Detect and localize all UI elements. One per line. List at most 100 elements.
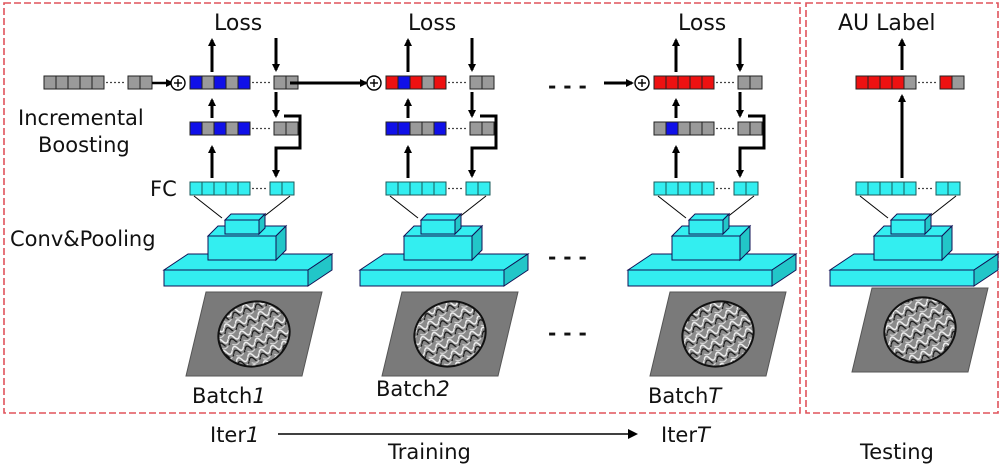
pool-block (419, 212, 463, 236)
fc-cell (935, 181, 949, 196)
vector-cell (385, 121, 399, 136)
conv-pooling-label: Conv&Pooling (10, 227, 156, 251)
slab-front (627, 269, 773, 287)
au-label: AU Label (838, 11, 936, 36)
vector-cell (689, 75, 703, 90)
merged-vector (385, 75, 495, 90)
vector-cell (201, 121, 215, 136)
conv-block (872, 224, 954, 262)
batch-label-T: BatchT (648, 384, 723, 408)
fc-cell (433, 181, 447, 196)
boosting-label: Boosting (38, 133, 130, 157)
feedback-arrow (736, 114, 766, 178)
fc-cell (677, 181, 691, 196)
vector-cell (91, 75, 105, 90)
plus-icon (366, 75, 382, 91)
vector-cell (469, 121, 483, 136)
fc-cell (397, 181, 411, 196)
fc-cell (855, 181, 869, 196)
vector-cell (665, 75, 679, 90)
fc-cell (745, 181, 759, 196)
conv-slab (626, 253, 798, 287)
fc-cell (891, 181, 905, 196)
funnel-line (261, 195, 291, 219)
ellipsis-mid: - - - (548, 245, 587, 269)
batch-label-2: Batch2 (376, 377, 450, 401)
slab-front (359, 269, 505, 287)
fc-cell (213, 181, 227, 196)
vector-cell (409, 75, 423, 90)
conv-slab (828, 253, 1000, 287)
vector-cell (55, 75, 69, 90)
face-texture (217, 300, 291, 368)
output-vector (855, 75, 965, 90)
vector-cell (677, 121, 691, 136)
fc-vector (385, 181, 491, 196)
box-side (454, 212, 462, 236)
column-batch-2 (358, 38, 530, 377)
funnel-line (725, 195, 755, 219)
vector-cell (749, 75, 763, 90)
vector-cell (285, 121, 299, 136)
vector-cell (385, 75, 399, 90)
vector-cell (855, 75, 869, 90)
fc-cell (237, 181, 251, 196)
vector-cell (481, 121, 495, 136)
incremental-label: Incremental (18, 106, 144, 130)
boosting-vector (385, 121, 495, 136)
vector-cell (481, 75, 495, 90)
training-frame (3, 2, 801, 414)
box-side (941, 224, 953, 262)
batch-image (649, 291, 787, 377)
merged-vector (189, 75, 299, 90)
plus-icon (170, 75, 186, 91)
boosting-vector (189, 121, 299, 136)
box-front (671, 235, 741, 261)
slab-front (829, 269, 975, 287)
fc-label: FC (150, 177, 177, 201)
box-top (223, 213, 267, 221)
box-front (224, 219, 260, 235)
conv-slab (358, 253, 530, 287)
funnel-line (859, 195, 889, 219)
vector-cell (737, 75, 751, 90)
batch-image (185, 291, 323, 377)
box-side (275, 224, 287, 262)
fc-cell (665, 181, 679, 196)
merged-vector (653, 75, 763, 90)
box-top (419, 213, 463, 221)
fc-cell (269, 181, 283, 196)
fc-vector (189, 181, 295, 196)
slab-side (973, 253, 999, 287)
test-fc-vector (855, 181, 961, 196)
slab-side (503, 253, 529, 287)
vector-cell (421, 121, 435, 136)
vector-cell (867, 75, 881, 90)
fc-vector (653, 181, 759, 196)
training-label: Training (387, 440, 471, 464)
vector-cell (189, 121, 203, 136)
vector-cell (273, 121, 287, 136)
vector-cell (397, 121, 411, 136)
iter-end-label: IterT (661, 423, 712, 447)
vector-cell (213, 75, 227, 90)
vector-cell (939, 75, 953, 90)
fc-cell (281, 181, 295, 196)
vector-cell (653, 75, 667, 90)
vector-cell (653, 121, 667, 136)
vector-cell (213, 121, 227, 136)
vector-cell (701, 75, 715, 90)
initial-input-vector (43, 75, 153, 90)
test-image (851, 287, 989, 373)
loss-label-1: Loss (214, 11, 262, 36)
loss-label-T: Loss (678, 11, 726, 36)
fc-cell (903, 181, 917, 196)
box-side (722, 212, 730, 236)
slab-front (163, 269, 309, 287)
fc-cell (867, 181, 881, 196)
funnel-line (927, 195, 957, 219)
vector-cell (879, 75, 893, 90)
vector-cell (421, 75, 435, 90)
testing-column (828, 38, 1000, 373)
